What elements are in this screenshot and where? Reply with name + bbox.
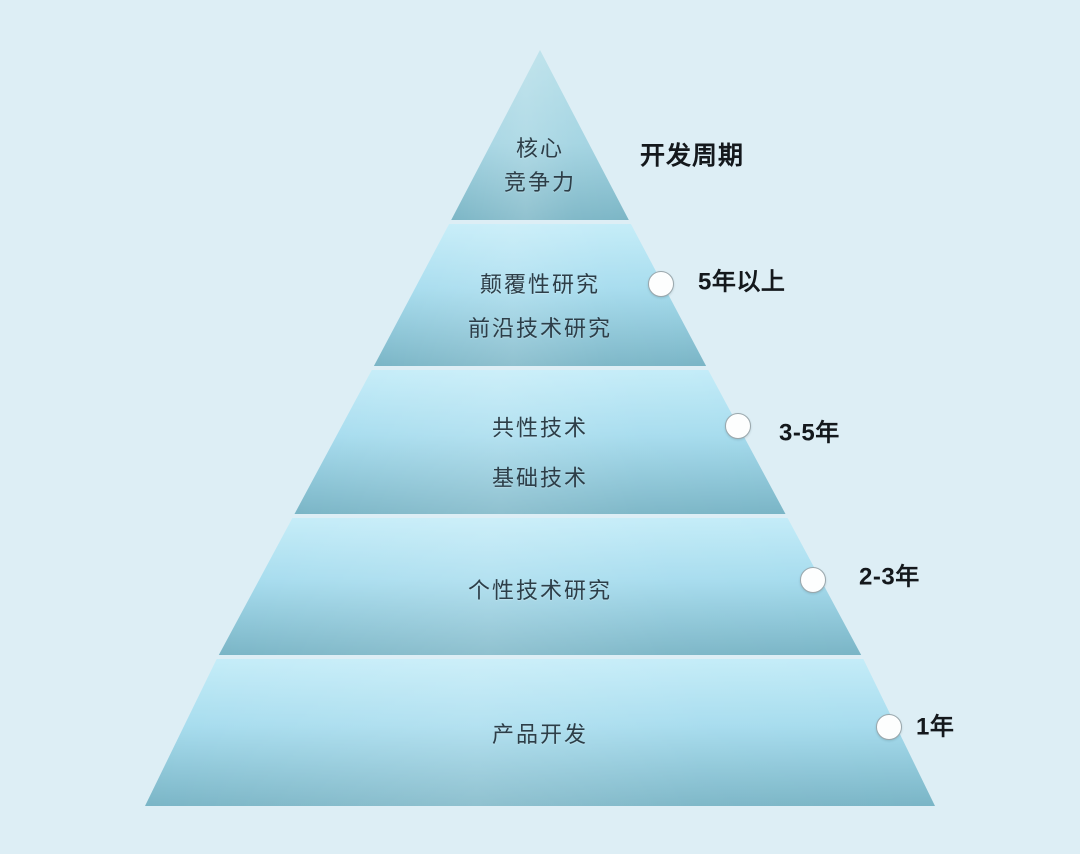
tier-5-line-1: 产品开发: [491, 721, 589, 747]
pyramid-tier-5: [145, 659, 935, 806]
pyramid-tier-1: [451, 50, 629, 220]
cycle-value-tier-2: 5年以上: [698, 268, 786, 296]
tier-1-line-2: 竞争力: [503, 170, 577, 195]
cycle-marker-tier-4[interactable]: [800, 567, 826, 593]
pyramid-tier-4: [218, 518, 862, 655]
cycle-value-tier-3: 3-5年: [779, 419, 840, 447]
tier-2-line-2: 前沿技术研究: [467, 316, 613, 341]
tier-1-line-1: 核心: [515, 135, 565, 161]
pyramid-tier-5-label: 产品开发: [492, 718, 588, 752]
pyramid-tier-2-label: 颠覆性研究 前沿技术研究: [468, 263, 612, 351]
tier-3-line-2: 基础技术: [491, 465, 589, 490]
pyramid-tier-3-label: 共性技术 基础技术: [492, 404, 588, 503]
cycle-marker-tier-2[interactable]: [648, 271, 674, 297]
pyramid-tiers: [145, 50, 935, 806]
pyramid-tier-1-label: 核心 竞争力: [504, 132, 576, 200]
pyramid-tier-4-label: 个性技术研究: [468, 574, 612, 608]
pyramid-tier-3: [294, 370, 786, 514]
cycle-marker-tier-3[interactable]: [725, 413, 751, 439]
tier-3-line-1: 共性技术: [491, 415, 589, 441]
tier-4-line-1: 个性技术研究: [467, 577, 613, 603]
pyramid-tier-2: [373, 224, 707, 366]
cycle-value-tier-5: 1年: [916, 713, 955, 741]
cycle-marker-tier-5[interactable]: [876, 714, 902, 740]
cycle-value-tier-4: 2-3年: [859, 563, 920, 591]
tier-2-line-1: 颠覆性研究: [479, 272, 601, 297]
development-cycle-header: 开发周期: [640, 142, 745, 170]
